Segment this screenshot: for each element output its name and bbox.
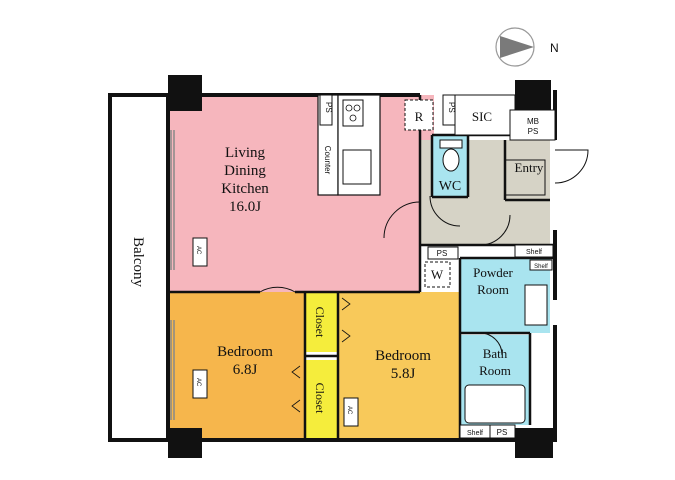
columns (168, 75, 553, 458)
sink-icon (342, 149, 372, 185)
mb-ps-label: PS (528, 127, 539, 136)
closet2-label: Closet (313, 383, 327, 414)
ac-units (192, 237, 359, 427)
mb-label: MB (527, 117, 539, 126)
shelf-label-2: Shelf (534, 264, 548, 270)
compass-north-label: N (550, 41, 559, 55)
fixtures (439, 139, 548, 424)
ps-label-3: PS (437, 249, 448, 258)
shelf-label-1: Shelf (526, 249, 542, 256)
ps-box-4 (489, 424, 516, 439)
column-se (515, 428, 553, 458)
powder-name-line1: Powder (473, 265, 513, 280)
washer-label: W (431, 267, 444, 282)
ps-box-1 (319, 94, 333, 126)
bedroom2-name: Bedroom (375, 348, 431, 364)
ac-label-ldk: AC (195, 246, 201, 255)
utility-boxes (319, 94, 556, 439)
powder-door[interactable] (479, 214, 511, 246)
mb-ps-box (509, 109, 556, 141)
closet-doors (291, 297, 351, 413)
toilet-tank-icon (439, 139, 463, 149)
ps-label-1: PS (324, 102, 333, 113)
ldk-name-line1: Living (225, 145, 265, 161)
column-nw (168, 75, 202, 111)
closet-2 (305, 360, 338, 438)
interior-walls (170, 95, 555, 438)
balcony-label: Balcony (130, 237, 146, 287)
bedroom1-door[interactable] (259, 286, 296, 293)
ps-box-3 (427, 246, 459, 260)
closet-1 (305, 292, 338, 352)
ac-unit-bedroom2 (343, 397, 359, 427)
hall-door[interactable] (429, 195, 461, 227)
shelf-box-2 (529, 259, 553, 271)
powder-name-line2: Room (477, 282, 509, 297)
ldk-door[interactable] (383, 201, 421, 239)
shelf-box-1 (514, 244, 554, 258)
closet1-label: Closet (313, 307, 327, 338)
column-ne (515, 80, 551, 110)
bath-door[interactable] (479, 332, 503, 356)
shoe-closet (504, 159, 546, 196)
ac-unit-ldk (192, 237, 208, 267)
ldk-name-line2: Dining (224, 163, 266, 179)
bedroom1-size: 6.8J (233, 362, 258, 378)
vanity-icon (524, 284, 548, 326)
compass-arrow-icon (500, 36, 534, 58)
counter-label: Counter (323, 146, 332, 175)
ps-label-4: PS (497, 428, 508, 437)
sic-label: SIC (472, 109, 492, 124)
refrigerator-space (404, 99, 434, 131)
ac-label-bedroom1: AC (195, 378, 201, 387)
entry-door[interactable] (554, 149, 589, 184)
bedroom1-name: Bedroom (217, 344, 273, 360)
bedroom-1 (170, 292, 305, 438)
ldk-size: 16.0J (229, 199, 261, 215)
bath-name-line2: Room (479, 363, 511, 378)
doors (259, 149, 589, 356)
compass: N (495, 27, 559, 67)
balcony (108, 93, 170, 442)
refrigerator-label: R (415, 109, 424, 124)
ac-unit-bedroom1 (192, 369, 208, 399)
washer-space (424, 261, 451, 288)
ps-label-2: PS (447, 102, 456, 113)
wc-label: WC (439, 179, 462, 194)
bathtub-icon (464, 384, 526, 424)
shelf-label-3: Shelf (467, 430, 483, 437)
ac-label-bedroom2: AC (346, 406, 352, 415)
stove-icon (342, 99, 364, 127)
ldk-name-line3: Kitchen (221, 181, 269, 197)
bedroom2-size: 5.8J (391, 366, 416, 382)
toilet-icon (442, 148, 460, 172)
windows (170, 130, 175, 420)
column-sw (168, 428, 202, 458)
entry-label: Entry (515, 160, 544, 175)
bath-name-line1: Bath (483, 346, 508, 361)
